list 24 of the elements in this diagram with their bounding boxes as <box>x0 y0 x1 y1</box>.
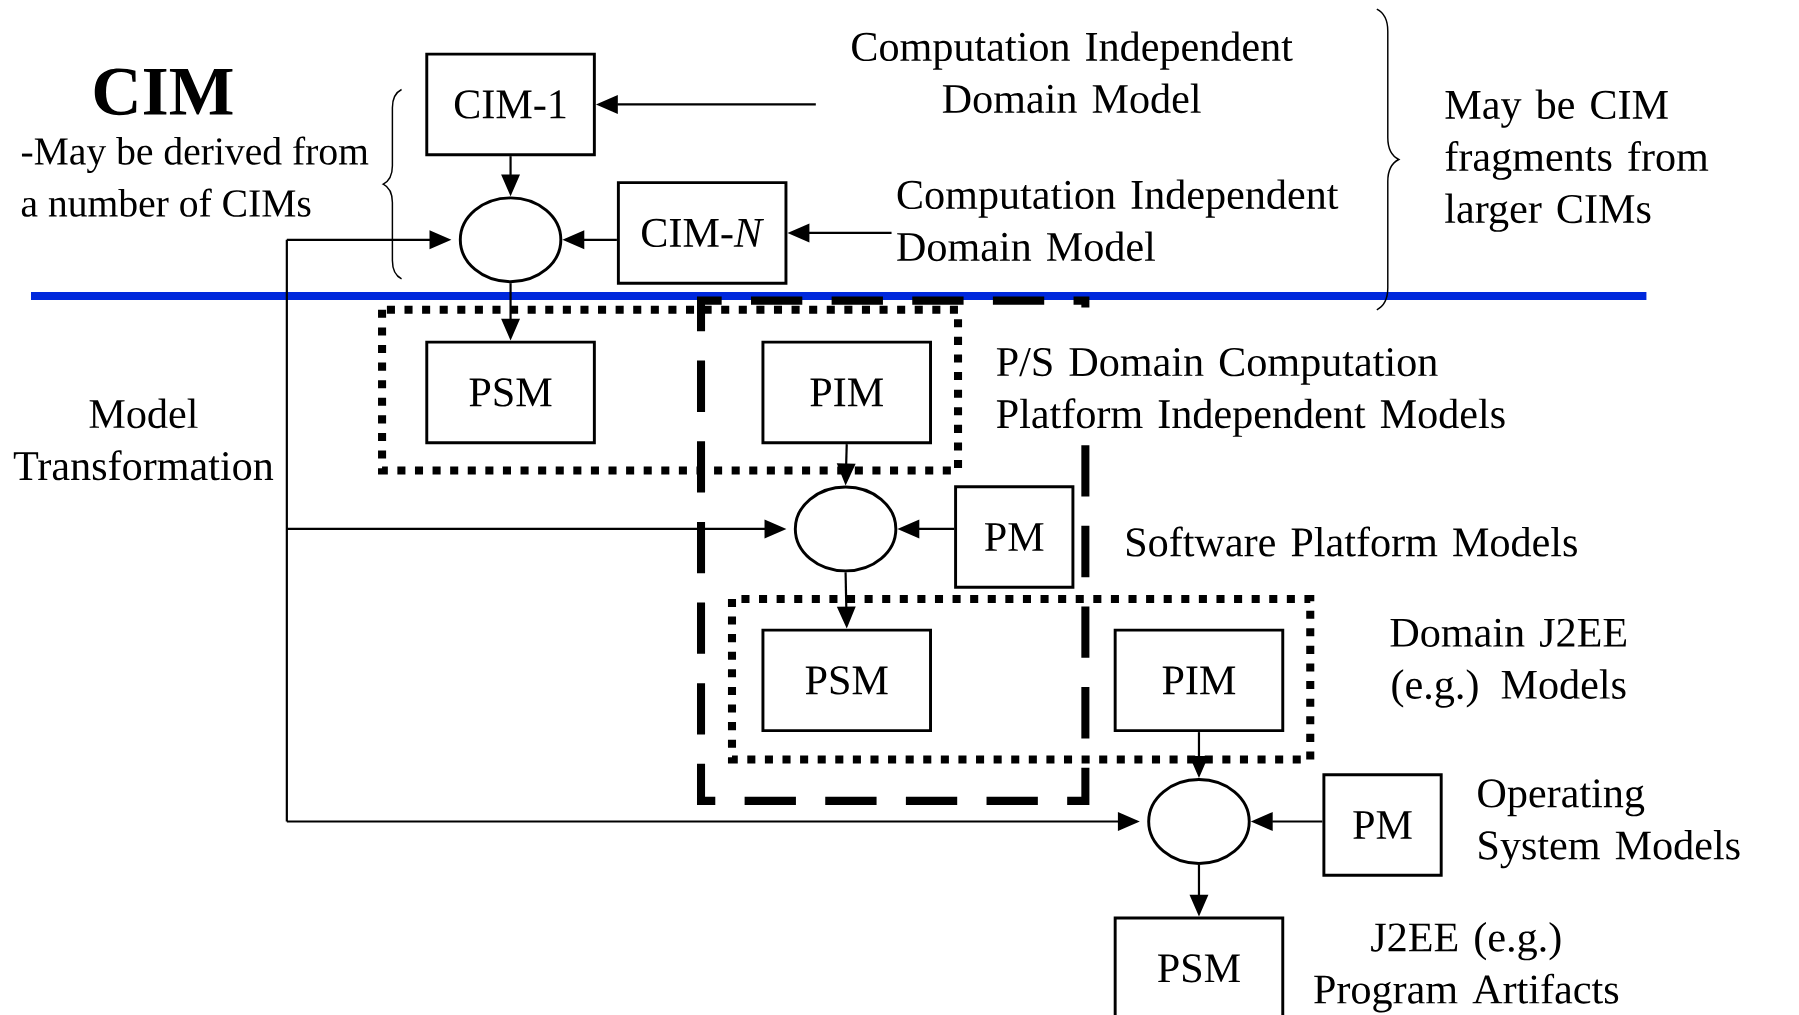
trunk-line <box>285 239 288 822</box>
model-label: Computation Independent Domain Model <box>897 179 1339 261</box>
model-box: PSM <box>1113 916 1285 1015</box>
model-box: CIM-1 <box>425 52 596 156</box>
model-box: PSM <box>425 340 596 444</box>
model-box: PSM <box>761 628 932 732</box>
heading: CIM <box>94 68 233 115</box>
annotation-text: P/S Domain Computation Platform Independent Models <box>996 347 1505 437</box>
annotation-text: Software Platform Models <box>1127 526 1577 557</box>
model-box: PM <box>1322 773 1443 877</box>
transformation-ellipse <box>458 196 563 283</box>
model-box: CIM-N <box>616 181 788 285</box>
model-box: PM <box>954 485 1075 589</box>
annotation-text: May be CIM fragments from larger CIMs <box>1445 89 1709 232</box>
model-box: PIM <box>761 340 932 444</box>
annotation-text: J2EE (e.g.) Program Artifacts <box>1314 921 1619 1013</box>
annotation-text: Operating System Models <box>1478 779 1740 869</box>
transformation-ellipse <box>1147 777 1251 865</box>
model-box: PIM <box>1113 628 1285 732</box>
annotation-text: Domain J2EE (e.g.) Models <box>1390 618 1627 708</box>
annotation-text: -May be derived from a number of CIMs <box>21 136 369 217</box>
model-label: Computation Independent Domain Model <box>852 31 1293 113</box>
transformation-ellipse <box>793 485 898 573</box>
annotation-text: Model Transformation <box>13 398 274 481</box>
